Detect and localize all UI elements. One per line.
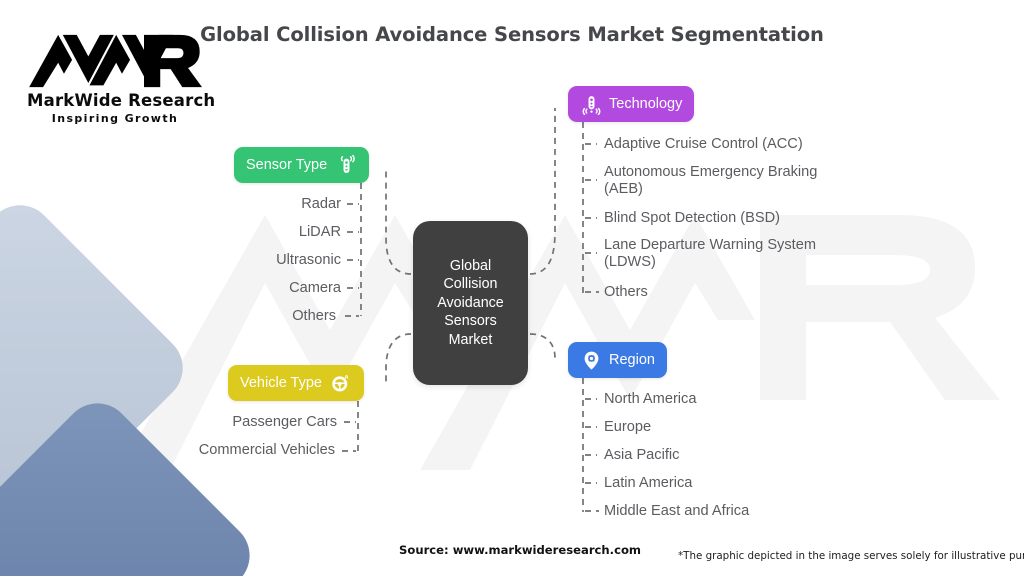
- branch-label-region: Region: [609, 352, 655, 368]
- list-item: Others: [604, 284, 648, 300]
- center-node: Global Collision Avoidance Sensors Marke…: [413, 221, 528, 385]
- list-item: Europe: [604, 419, 652, 435]
- brand-logo: MarkWide Research Inspiring Growth: [27, 32, 216, 125]
- steering-wheel-icon: [330, 372, 352, 394]
- disclaimer-label: *The graphic depicted in the image serve…: [678, 550, 1024, 562]
- beacon-sensor-icon: [580, 93, 602, 115]
- center-node-label: Global Collision Avoidance Sensors Marke…: [437, 257, 504, 348]
- list-item: Passenger Cars: [232, 414, 337, 430]
- list-item: Middle East and Africa: [604, 503, 750, 519]
- branch-label-vehicle-type: Vehicle Type: [240, 375, 322, 391]
- branch-label-sensor-type: Sensor Type: [246, 157, 328, 173]
- brand-tagline: Inspiring Growth: [51, 112, 179, 125]
- page-title: Global Collision Avoidance Sensors Marke…: [200, 23, 824, 46]
- branch-label-technology: Technology: [609, 96, 683, 112]
- source-label: Source: www.markwideresearch.com: [399, 543, 642, 557]
- sensor-signal-icon: [335, 154, 357, 176]
- list-item: Adaptive Cruise Control (ACC): [604, 136, 803, 152]
- list-item: Asia Pacific: [604, 447, 680, 463]
- location-pin-gear-icon: [580, 349, 602, 371]
- list-item: North America: [604, 391, 697, 407]
- list-item: Ultrasonic: [276, 252, 341, 268]
- mwr-logo-mark: [29, 34, 202, 88]
- list-item: Autonomous Emergency Braking (AEB): [604, 164, 818, 197]
- branch-badge-technology[interactable]: Technology: [568, 86, 695, 122]
- list-item: Blind Spot Detection (BSD): [604, 210, 781, 226]
- brand-name: MarkWide Research: [27, 91, 216, 110]
- branch-badge-vehicle-type[interactable]: Vehicle Type: [228, 365, 364, 401]
- list-item: Lane Departure Warning System (LDWS): [604, 237, 816, 270]
- branch-badge-sensor-type[interactable]: Sensor Type: [234, 147, 370, 183]
- branch-badge-region[interactable]: Region: [568, 342, 667, 378]
- list-item: Camera: [289, 280, 341, 296]
- list-item: LiDAR: [298, 224, 341, 240]
- list-item: Radar: [301, 196, 341, 212]
- list-item: Latin America: [604, 475, 693, 491]
- list-item: Commercial Vehicles: [198, 442, 335, 458]
- list-item: Others: [292, 308, 336, 324]
